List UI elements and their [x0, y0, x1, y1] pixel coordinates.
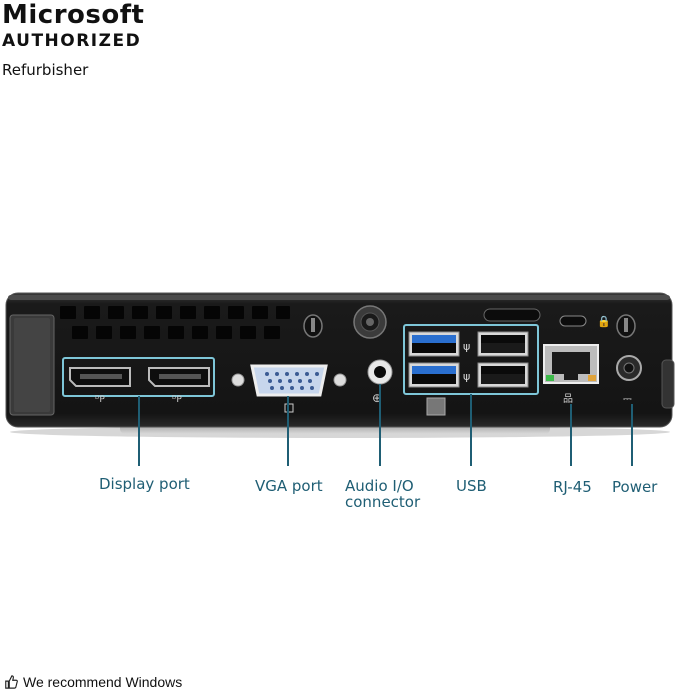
- displayport-2: [148, 367, 210, 387]
- callout-power: Power: [612, 478, 658, 496]
- usb3-port-bottom: [408, 362, 460, 388]
- svg-text:🔒: 🔒: [597, 315, 611, 328]
- svg-text:ᴰP: ᴰP: [172, 395, 182, 405]
- callout-display-port: Display port: [99, 475, 190, 493]
- callout-audio-line2: connector: [345, 493, 421, 511]
- footer-recommendation: We recommend Windows: [4, 674, 182, 690]
- badge-microsoft: Microsoft: [2, 0, 145, 30]
- vent-grille: [60, 306, 290, 339]
- usb2-port-top: [477, 331, 529, 357]
- audio-jack: [367, 359, 393, 385]
- lock-slot-icon: [303, 314, 323, 338]
- lock-slot-right-icon: [616, 314, 636, 338]
- svg-text:⊕: ⊕: [372, 391, 382, 405]
- power-jack: [616, 355, 642, 381]
- rj45-port: [543, 344, 599, 384]
- microsoft-authorized-refurbisher-logo: Microsoft AUTHORIZED Refurbisher: [2, 0, 144, 82]
- callout-rj45: RJ-45: [553, 478, 592, 496]
- badge-authorized: AUTHORIZED: [2, 31, 142, 51]
- svg-text:ψ: ψ: [463, 370, 470, 383]
- svg-text:ψ: ψ: [463, 340, 470, 353]
- callout-audio-line1: Audio I/O: [345, 477, 414, 495]
- thumb-screw-icon: [353, 305, 387, 339]
- callout-usb: USB: [456, 477, 487, 495]
- usb2-port-bottom: [477, 362, 529, 388]
- displayport-1: [69, 367, 131, 387]
- svg-text:品: 品: [563, 393, 573, 405]
- badge-refurbisher: Refurbisher: [2, 61, 89, 79]
- usb3-port-top: [408, 331, 460, 357]
- svg-text:ᴰP: ᴰP: [95, 395, 105, 405]
- thumbs-up-icon: [5, 675, 18, 689]
- svg-text:⎓: ⎓: [623, 392, 632, 405]
- footer-text: We recommend Windows: [23, 674, 183, 690]
- callout-vga-port: VGA port: [255, 477, 323, 495]
- vga-port: [231, 364, 347, 397]
